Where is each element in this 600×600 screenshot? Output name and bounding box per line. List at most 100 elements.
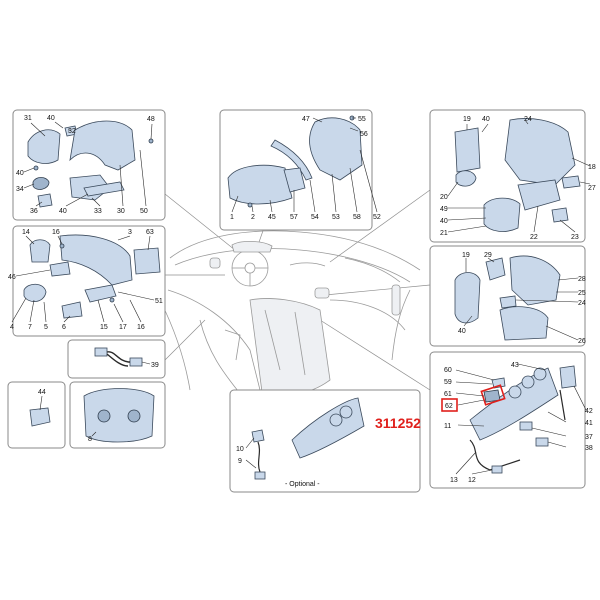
callout-15: 15 bbox=[100, 324, 108, 331]
callout-29: 29 bbox=[484, 252, 492, 259]
callout-55: 55 bbox=[358, 116, 366, 123]
callout-38: 38 bbox=[585, 445, 593, 452]
callout-59: 59 bbox=[444, 379, 452, 386]
callout-30: 30 bbox=[117, 208, 125, 215]
part-20 bbox=[455, 170, 477, 187]
highlight-box-62 bbox=[441, 398, 458, 412]
callout-40: 40 bbox=[458, 328, 466, 335]
part-31 bbox=[27, 129, 61, 164]
callout-32: 32 bbox=[68, 128, 76, 135]
callout-48: 48 bbox=[147, 116, 155, 123]
callout-9: 9 bbox=[238, 458, 242, 465]
part-46 bbox=[49, 261, 71, 277]
callout-19: 19 bbox=[463, 116, 471, 123]
callout-40: 40 bbox=[16, 170, 24, 177]
part-9 bbox=[254, 471, 266, 480]
callout-28: 28 bbox=[578, 276, 586, 283]
callout-16: 16 bbox=[137, 324, 145, 331]
callout-37: 37 bbox=[585, 434, 593, 441]
callout-41: 41 bbox=[585, 420, 593, 427]
panel-part-44 bbox=[7, 381, 66, 449]
part-63 bbox=[133, 247, 161, 275]
part-10 bbox=[251, 429, 265, 443]
callout-22: 22 bbox=[530, 234, 538, 241]
callout-45: 45 bbox=[268, 214, 276, 221]
callout-62: 62 bbox=[445, 403, 453, 410]
callout-8: 8 bbox=[88, 436, 92, 443]
callout-20: 20 bbox=[440, 194, 448, 201]
part-26 bbox=[499, 306, 549, 341]
panel-vents-upper bbox=[429, 109, 586, 243]
part-39-plug-a bbox=[94, 347, 108, 357]
callout-47: 47 bbox=[302, 116, 310, 123]
callout-56: 56 bbox=[360, 131, 368, 138]
panel-console bbox=[429, 351, 586, 489]
panel-cluster bbox=[219, 109, 373, 231]
reference-number: 311252 bbox=[375, 415, 421, 431]
part-27 bbox=[561, 175, 581, 189]
leader-lines bbox=[11, 117, 591, 475]
optional-label: - Optional - bbox=[285, 481, 320, 488]
callout-51: 51 bbox=[155, 298, 163, 305]
panel-harness bbox=[67, 339, 166, 379]
part-28 bbox=[509, 255, 561, 306]
callout-6: 6 bbox=[62, 324, 66, 331]
callout-49: 49 bbox=[440, 206, 448, 213]
part-4 bbox=[23, 283, 47, 302]
highlight-part-61 bbox=[480, 384, 506, 406]
callout-40: 40 bbox=[482, 116, 490, 123]
part-44 bbox=[29, 407, 51, 427]
part-19b bbox=[454, 272, 481, 324]
callout-2: 2 bbox=[251, 214, 255, 221]
callout-63: 63 bbox=[146, 229, 154, 236]
part-36 bbox=[37, 193, 53, 208]
callout-16: 16 bbox=[52, 229, 60, 236]
callout-33: 33 bbox=[94, 208, 102, 215]
part-12 bbox=[491, 465, 503, 474]
callout-18: 18 bbox=[588, 164, 596, 171]
callout-27: 27 bbox=[588, 185, 596, 192]
panel-optional-tunnel bbox=[229, 389, 421, 493]
panel-binnacle bbox=[12, 109, 166, 221]
callout-21: 21 bbox=[440, 230, 448, 237]
part-8 bbox=[83, 388, 155, 443]
callout-24: 24 bbox=[578, 300, 586, 307]
callout-36: 36 bbox=[30, 208, 38, 215]
callout-17: 17 bbox=[119, 324, 127, 331]
callout-10: 10 bbox=[236, 446, 244, 453]
panel-connectors bbox=[159, 189, 431, 391]
callout-24: 24 bbox=[524, 116, 532, 123]
part-23 bbox=[551, 207, 569, 223]
part-19 bbox=[454, 127, 481, 173]
panel-climate-control bbox=[69, 381, 166, 449]
callout-11: 11 bbox=[444, 423, 451, 430]
callout-12: 12 bbox=[468, 477, 476, 484]
callout-39: 39 bbox=[151, 362, 159, 369]
callout-26: 26 bbox=[578, 338, 586, 345]
part-24b bbox=[499, 295, 517, 309]
callout-labels: 31 40 32 48 40 34 36 40 33 30 50 47 55 5… bbox=[8, 115, 596, 484]
callout-40: 40 bbox=[47, 115, 55, 122]
panel-vents-lower bbox=[429, 245, 586, 347]
part-54 bbox=[270, 139, 313, 181]
callout-5: 5 bbox=[44, 324, 48, 331]
callout-40: 40 bbox=[59, 208, 67, 215]
callout-42: 42 bbox=[585, 408, 593, 415]
callout-60: 60 bbox=[444, 367, 452, 374]
callout-61: 61 bbox=[444, 391, 452, 398]
callout-23: 23 bbox=[571, 234, 579, 241]
part-40-bracket bbox=[83, 181, 125, 197]
callout-46: 46 bbox=[8, 274, 16, 281]
part-1-cluster bbox=[227, 164, 293, 205]
callout-25: 25 bbox=[578, 290, 586, 297]
callout-19: 19 bbox=[462, 252, 470, 259]
callout-58: 58 bbox=[353, 214, 361, 221]
callout-34: 34 bbox=[16, 186, 24, 193]
callout-50: 50 bbox=[140, 208, 148, 215]
callout-31: 31 bbox=[24, 115, 32, 122]
callout-52: 52 bbox=[373, 214, 381, 221]
part-39-plug-b bbox=[129, 357, 143, 367]
part-6 bbox=[61, 301, 83, 319]
part-38 bbox=[535, 437, 549, 447]
